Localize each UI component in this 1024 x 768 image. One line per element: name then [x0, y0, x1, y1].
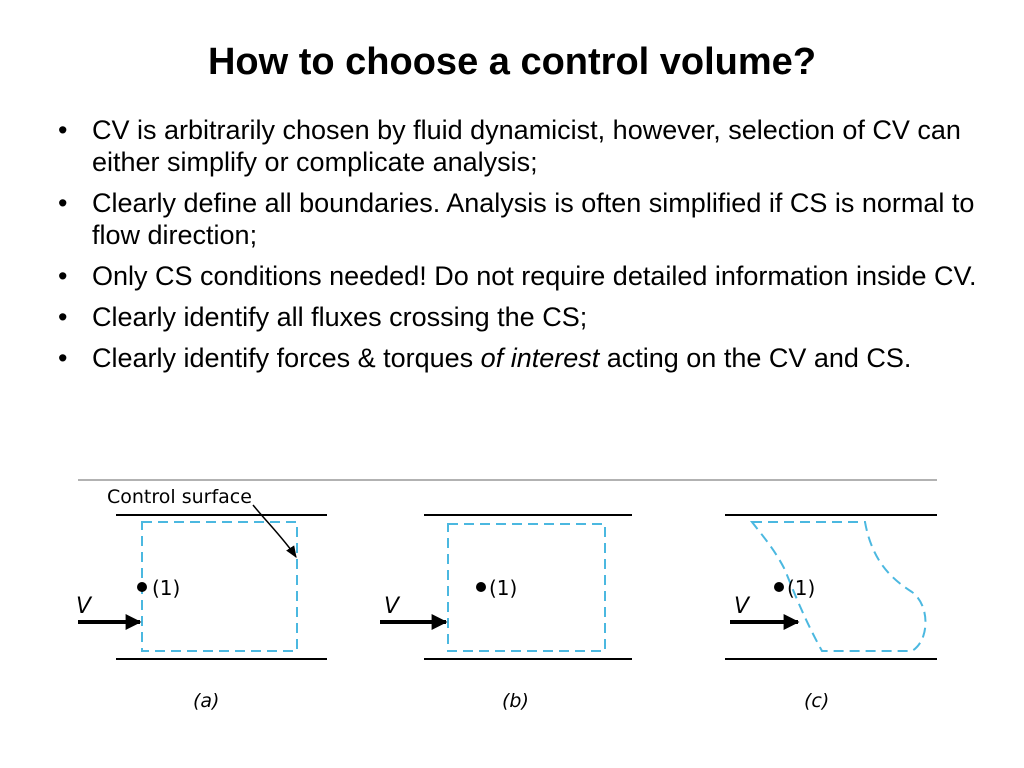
control-surface-c [749, 521, 927, 652]
bullet-item-2: • Clearly define all boundaries. Analysi… [52, 187, 982, 251]
bullet-dot: • [58, 261, 68, 291]
bullet-dot: • [58, 115, 68, 145]
point-1-marker [774, 582, 784, 592]
bullet-text: Clearly identify all fluxes crossing the… [92, 302, 588, 332]
callout-arrow [252, 504, 297, 559]
point-1-label: (1) [152, 576, 180, 600]
panel-a: Control surface (1) V (a) [76, 486, 327, 712]
panel-c: (1) V (c) [725, 514, 937, 712]
bullet-text-before: Clearly identify forces & torques [92, 343, 481, 373]
bullet-item-1: • CV is arbitrarily chosen by fluid dyna… [52, 114, 982, 178]
bullet-text-italic: of interest [480, 343, 600, 373]
control-surface-callout: Control surface [107, 486, 252, 508]
bullet-text: CV is arbitrarily chosen by fluid dynami… [92, 115, 961, 177]
velocity-label: V [734, 594, 751, 619]
panel-b: (1) V (b) [380, 514, 632, 712]
bullet-item-3: • Only CS conditions needed! Do not requ… [52, 260, 982, 292]
velocity-label: V [76, 594, 93, 619]
bullet-dot: • [58, 188, 68, 218]
bullet-item-5: • Clearly identify forces & torques of i… [52, 342, 982, 374]
bullet-text-after: acting on the CV and CS. [599, 343, 912, 373]
panel-label-a: (a) [193, 690, 219, 712]
point-1-label: (1) [787, 576, 815, 600]
bullet-item-4: • Clearly identify all fluxes crossing t… [52, 301, 982, 333]
bullet-text: Clearly define all boundaries. Analysis … [92, 188, 975, 250]
panel-label-b: (b) [502, 690, 529, 712]
point-1-label: (1) [489, 576, 517, 600]
velocity-label: V [384, 594, 401, 619]
bullet-text: Only CS conditions needed! Do not requir… [92, 261, 977, 291]
bullet-list: • CV is arbitrarily chosen by fluid dyna… [52, 114, 982, 383]
panel-label-c: (c) [804, 690, 829, 712]
control-surface-b [447, 523, 606, 652]
point-1-marker [137, 582, 147, 592]
bullet-dot: • [58, 343, 68, 373]
bullet-dot: • [58, 302, 68, 332]
slide-title: How to choose a control volume? [207, 41, 817, 83]
point-1-marker [476, 582, 486, 592]
